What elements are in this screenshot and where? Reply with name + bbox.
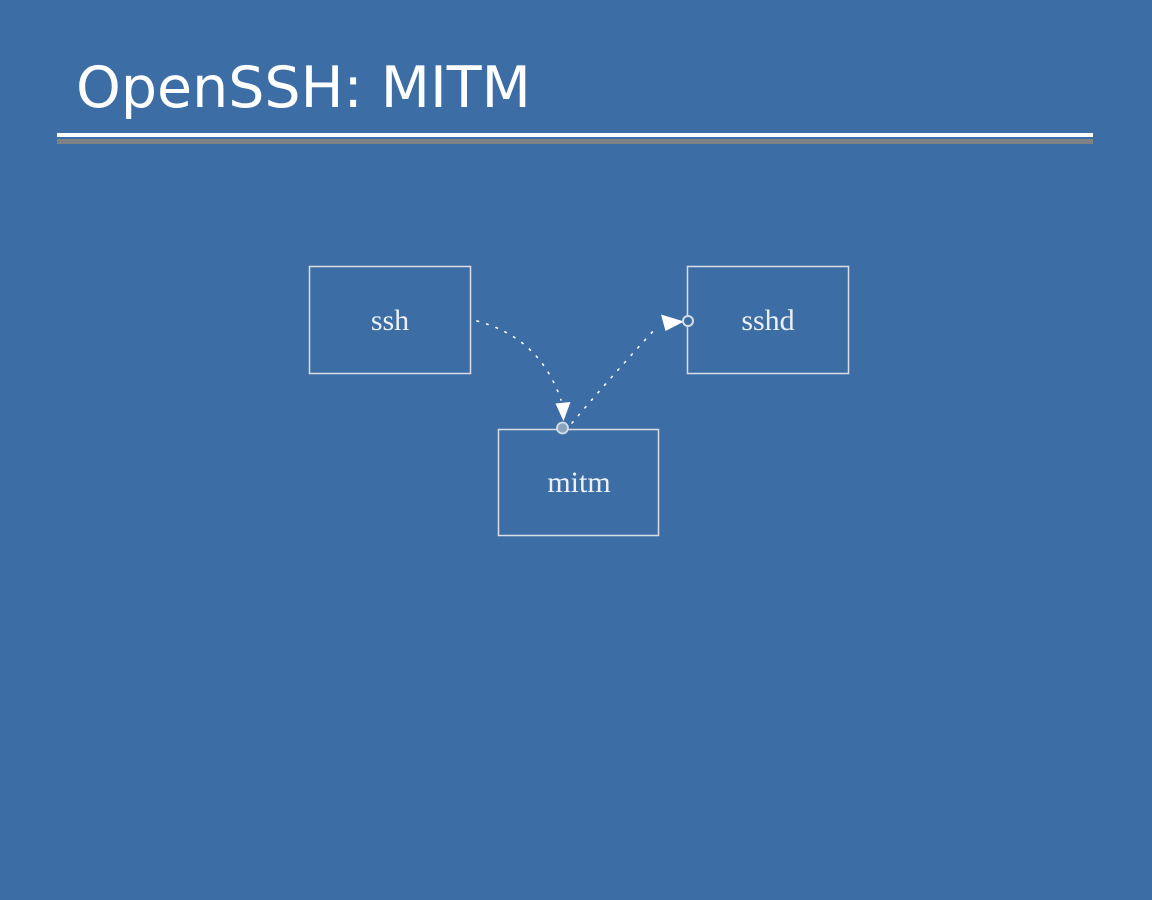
ssh-box xyxy=(308,265,472,375)
arrowhead-into-mitm xyxy=(555,402,571,421)
connector-ssh-to-mitm xyxy=(476,320,562,401)
title-underline xyxy=(57,133,1093,137)
ssh-label: ssh xyxy=(371,304,409,337)
node-ssh: ssh xyxy=(308,265,472,375)
mitm-port-circle xyxy=(556,421,569,435)
connector-mitm-to-sshd xyxy=(571,327,657,424)
title-underline-shadow xyxy=(57,139,1093,144)
sshd-label: sshd xyxy=(741,304,794,337)
mitm-label: mitm xyxy=(547,466,610,499)
mitm-box xyxy=(497,428,660,537)
arrowhead-into-sshd xyxy=(661,314,684,331)
node-sshd: sshd xyxy=(686,265,850,375)
slide-title: OpenSSH: MITM xyxy=(76,55,531,121)
node-mitm: mitm xyxy=(497,428,660,537)
sshd-port-circle xyxy=(682,315,694,327)
